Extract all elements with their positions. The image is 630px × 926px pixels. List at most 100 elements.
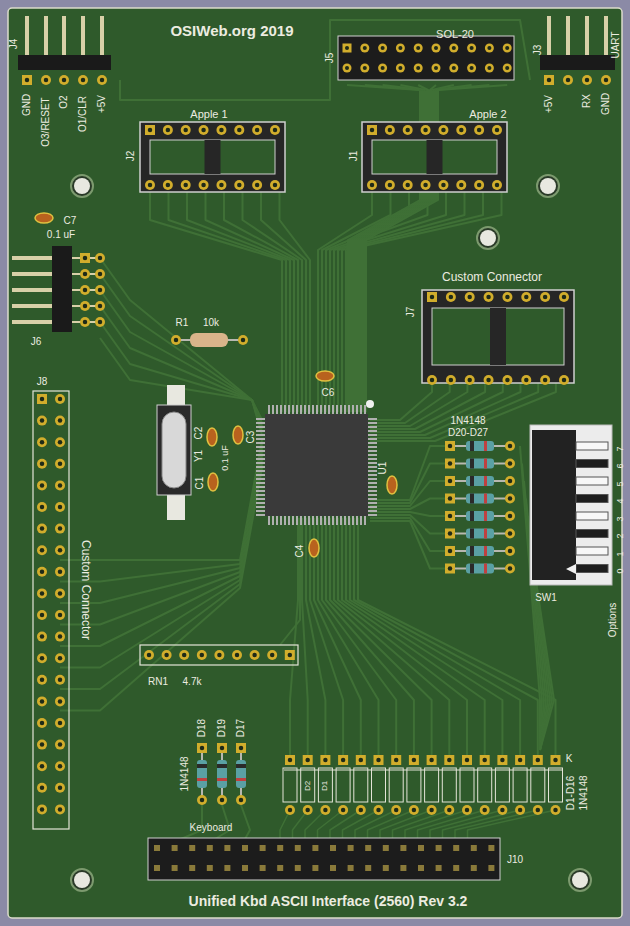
square-pad: [338, 755, 348, 765]
round-pad: [234, 125, 244, 135]
drill-hole: [58, 440, 63, 445]
header-pin: [365, 845, 371, 851]
drill-hole: [220, 746, 225, 751]
qfp-pin: [324, 405, 326, 414]
header-pin: [189, 845, 195, 851]
round-pad: [252, 125, 262, 135]
round-pad: [444, 805, 454, 815]
square-pad: [356, 755, 366, 765]
round-pad: [449, 44, 458, 53]
diode-band: [197, 764, 207, 768]
qfp-pin: [256, 430, 265, 432]
round-pad: [37, 740, 47, 750]
mounting-hole-center: [74, 872, 90, 888]
drill-hole: [500, 758, 505, 763]
drill-hole: [147, 653, 152, 658]
round-pad: [37, 675, 47, 685]
silkscreen-label: Custom Connector: [80, 540, 92, 640]
round-pad: [37, 632, 47, 642]
round-pad: [163, 125, 173, 135]
diode-band: [236, 764, 246, 768]
drill-hole: [416, 46, 420, 50]
drill-hole: [562, 378, 567, 383]
round-pad: [303, 805, 313, 815]
round-pad: [37, 459, 47, 469]
drill-hole: [477, 128, 482, 133]
mounting-hole-center: [572, 872, 588, 888]
drill-hole: [174, 338, 179, 343]
qfp-pin: [368, 486, 377, 488]
qfp-pin: [256, 458, 265, 460]
header-pin: [547, 16, 551, 56]
diode-body: [466, 476, 494, 486]
drill-hole: [255, 128, 260, 133]
square-pad: [445, 494, 455, 504]
drill-hole: [200, 653, 205, 658]
silkscreen-label: D20-D27: [448, 428, 488, 438]
drill-hole: [449, 295, 454, 300]
ic-socket: [422, 290, 574, 383]
drill-hole: [508, 479, 513, 484]
round-pad: [37, 502, 47, 512]
round-pad: [236, 795, 246, 805]
copper-trace: [60, 468, 262, 711]
drill-hole: [58, 721, 63, 726]
qfp-pin: [368, 454, 377, 456]
drill-hole: [508, 566, 513, 571]
copper-trace: [284, 770, 562, 771]
round-pad: [55, 394, 65, 404]
qfp-pin: [272, 516, 274, 525]
qfp-pin: [292, 405, 294, 414]
round-pad: [505, 546, 515, 556]
square-pad: [533, 755, 543, 765]
silkscreen-label: 0.1 uF: [47, 230, 75, 240]
round-pad: [37, 567, 47, 577]
qfp-pin: [256, 426, 265, 428]
square-pad: [444, 755, 454, 765]
drill-hole: [448, 531, 453, 536]
round-pad: [385, 125, 395, 135]
round-pad: [37, 480, 47, 490]
copper-trace: [120, 20, 530, 100]
diode-body: [466, 546, 494, 556]
round-pad: [503, 44, 512, 53]
qfp-pin: [256, 418, 265, 420]
silkscreen-label: +5V: [97, 95, 107, 113]
header-pin: [25, 16, 29, 56]
header-pin: [224, 845, 230, 851]
round-pad: [55, 437, 65, 447]
qfp-pin: [280, 516, 282, 525]
qfp-pin: [312, 405, 314, 414]
header-pin: [471, 845, 477, 851]
square-pad: [427, 292, 437, 302]
qfp-pin: [300, 516, 302, 525]
header-pin: [400, 845, 406, 851]
socket-bar: [205, 140, 221, 174]
qfp-pin: [364, 516, 366, 525]
square-pad: [22, 75, 32, 85]
drill-hole: [40, 591, 45, 596]
drill-hole: [412, 808, 417, 813]
round-pad: [55, 610, 65, 620]
ic-socket: [362, 122, 507, 192]
round-pad: [55, 480, 65, 490]
drill-hole: [40, 742, 45, 747]
drill-hole: [430, 295, 435, 300]
drill-hole: [429, 808, 434, 813]
drill-hole: [183, 183, 188, 188]
header-pin: [277, 845, 283, 851]
round-pad: [515, 805, 525, 815]
silkscreen-label: 7: [616, 446, 625, 451]
drill-hole: [83, 256, 88, 261]
drill-hole: [200, 746, 205, 751]
qfp-pin: [344, 516, 346, 525]
drill-hole: [58, 634, 63, 639]
drill-hole: [487, 66, 491, 70]
silkscreen-label: 0: [616, 568, 625, 573]
header-pin: [365, 865, 371, 871]
diode-outline: [549, 768, 563, 802]
round-pad: [497, 805, 507, 815]
round-pad: [540, 375, 550, 385]
drill-hole: [166, 128, 171, 133]
drill-hole: [58, 786, 63, 791]
